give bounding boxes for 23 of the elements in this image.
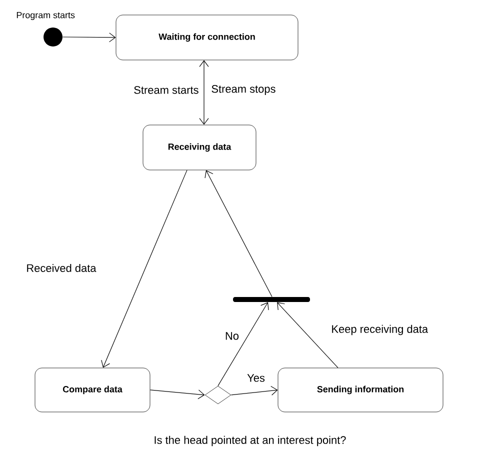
state-box: Waiting for connection <box>116 14 298 60</box>
arrow <box>150 390 205 400</box>
edge-label: Received data <box>25 262 98 273</box>
fork-bar <box>233 296 310 302</box>
arrow <box>204 170 272 298</box>
edge-label: Keep receiving data <box>330 324 430 336</box>
arrow <box>101 170 188 368</box>
decision-diamond <box>204 386 232 404</box>
arrow <box>277 302 338 368</box>
state-box: Compare data <box>34 368 150 412</box>
edge-label: Stream starts <box>132 85 200 95</box>
edge-label: No <box>224 331 240 341</box>
arrow <box>230 386 278 396</box>
start-circle <box>44 28 62 46</box>
arrow <box>62 32 116 42</box>
edge-label: Yes <box>246 373 266 383</box>
caption-text: Is the head pointed at an interest point? <box>154 436 346 446</box>
arrow <box>199 60 209 125</box>
caption-text: Program starts <box>16 12 75 20</box>
state-box: Receiving data <box>142 124 256 170</box>
arrow <box>218 302 269 386</box>
transition-label: Stream stops <box>210 84 277 96</box>
state-box: Sending information <box>278 368 444 412</box>
